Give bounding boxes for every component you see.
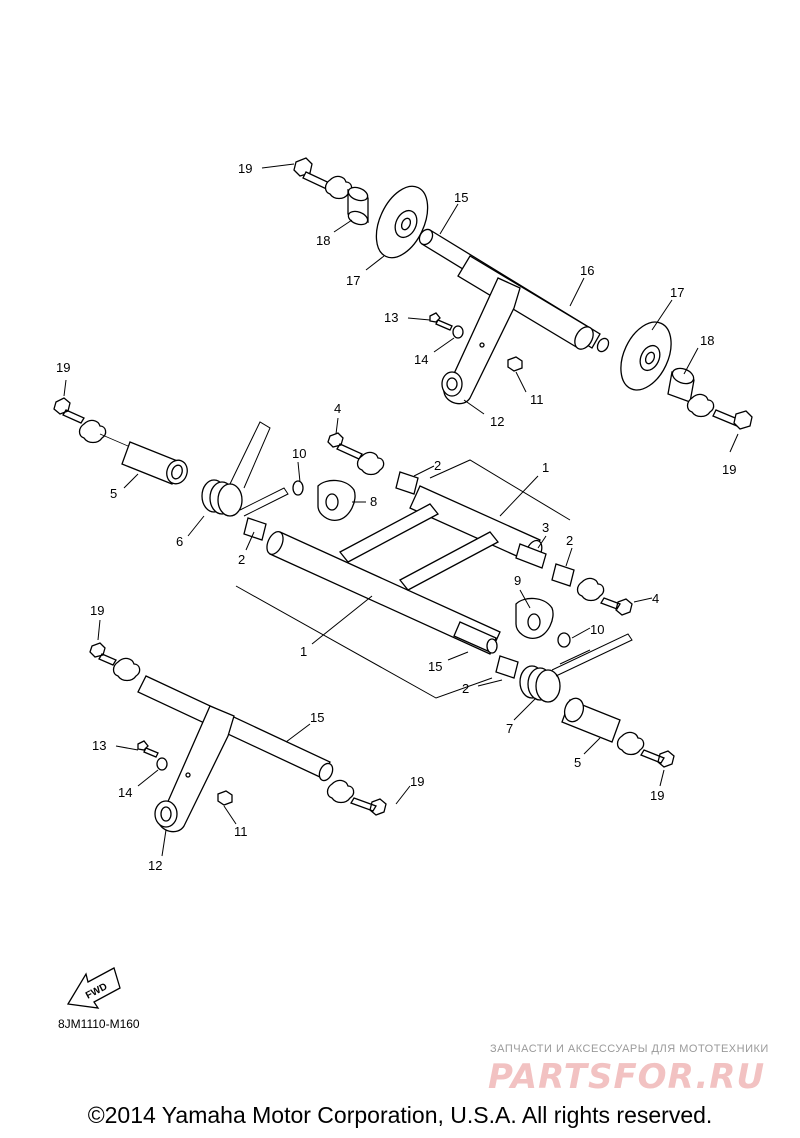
spring-7 [519,633,633,703]
callout-1-top: 1 [542,460,549,475]
callout-11-top: 11 [530,392,544,407]
copyright-notice: ©2014 Yamaha Motor Corporation, U.S.A. A… [87,1102,713,1128]
bolt-4-top [327,432,363,460]
arm-12-bottom [154,705,235,833]
callout-4-right: 4 [652,591,659,606]
callout-10-top: 10 [292,446,306,461]
cap-mid-right [576,577,605,602]
washer-14-bottom [156,757,168,771]
callout-5-left: 5 [110,486,117,501]
cap-lower-left [112,657,141,682]
washer-10-top [292,480,304,496]
bolt-19-left [53,397,85,424]
callout-14-top: 14 [414,352,428,367]
callout-8: 8 [370,494,377,509]
spacer-5-left [121,441,188,485]
fwd-arrow: FWD [66,967,121,1009]
bolt-19-lower-mid [350,797,387,816]
washer-14-top [452,325,464,339]
callout-7: 7 [506,721,513,736]
wheel-17-top [375,185,429,259]
callout-19-lower-left: 19 [90,603,104,618]
washer-10-right [557,632,571,648]
bolt-4-right [600,597,633,616]
arm-12-top [441,277,521,405]
callout-18-top: 18 [316,233,330,248]
callout-18-right: 18 [700,333,714,348]
callout-15-top: 15 [454,190,468,205]
bracket-9 [515,597,554,639]
callout-2-top: 2 [434,458,441,473]
wheel-17-right [620,321,672,391]
callout-11-bottom: 11 [234,824,248,839]
callout-19-left: 19 [56,360,70,375]
callout-14-bottom: 14 [118,785,132,800]
bracket-8 [317,479,356,521]
callout-15-bottom: 15 [310,710,324,725]
callout-19-lower-mid: 19 [410,774,424,789]
cap-lower-right [616,731,645,756]
spring-6 [201,421,289,517]
cap-left [78,419,107,444]
callout-10-right: 10 [590,622,604,637]
upper-shaft-assembly [293,157,753,430]
callout-6: 6 [176,534,183,549]
callout-4-top: 4 [334,401,341,416]
callout-2-bottom: 2 [462,681,469,696]
callout-15-middle: 15 [428,659,442,674]
bolt-13-top [429,312,453,331]
spacer-5-right [561,697,621,743]
frame-1 [266,485,543,655]
middle-frame-assembly [53,397,675,768]
callout-19-right: 19 [722,462,736,477]
leader-lines [63,163,739,857]
bolt-13-bottom [137,740,159,758]
diagram-code: 8JM1110-M160 [58,1017,140,1031]
collar-18-top [347,186,369,226]
callout-13-top: 13 [384,310,398,325]
callout-3: 3 [542,520,549,535]
cap-lower-mid [326,779,355,804]
callout-labels: 19 18 17 15 16 17 18 13 14 11 12 19 19 4… [56,161,736,873]
cap-mid-top [356,451,385,476]
callout-13-bottom: 13 [92,738,106,753]
collar-2-d [495,655,519,679]
cap-right [686,393,715,418]
shaft-3 [515,543,547,569]
callout-16: 16 [580,263,594,278]
collar-2-a [243,517,267,541]
callout-17-top: 17 [346,273,360,288]
callout-9: 9 [514,573,521,588]
lower-shaft-assembly [89,642,387,833]
bolt-19-lower-right [640,749,675,768]
collar-18-right [667,367,695,403]
bolt-19-lower-left [89,642,117,666]
callout-12-top: 12 [490,414,504,429]
watermark-logo: PARTSFOR.RU [488,1057,766,1097]
nut-11-top [507,356,523,372]
callout-2-left: 2 [238,552,245,567]
watermark-tagline: ЗАПЧАСТИ И АКСЕССУАРЫ ДЛЯ МОТОТЕХНИКИ [490,1043,769,1055]
collar-2-c [551,563,575,587]
nut-11-bottom [217,790,233,806]
collar-2-b [395,471,419,495]
callout-1-bottom: 1 [300,644,307,659]
callout-2-right: 2 [566,533,573,548]
bolt-19-right [712,409,753,430]
callout-12-bottom: 12 [148,858,162,873]
callout-17-right: 17 [670,285,684,300]
callout-5-right: 5 [574,755,581,770]
callout-19-top: 19 [238,161,252,176]
callout-19-lower-right: 19 [650,788,664,803]
